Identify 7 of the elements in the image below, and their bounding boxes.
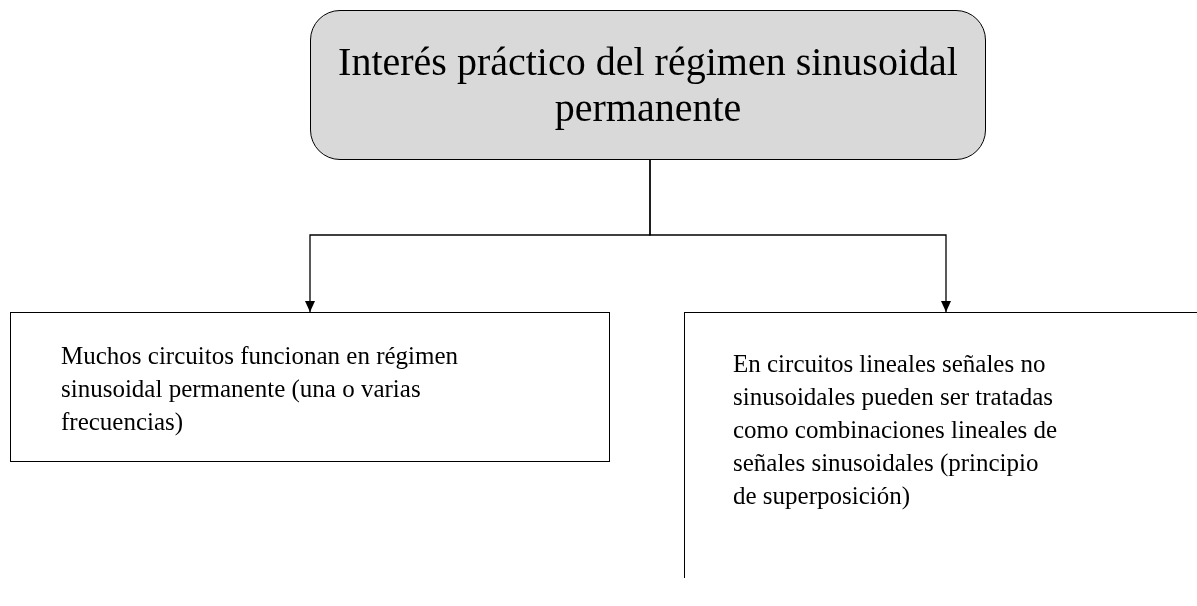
node-text: Muchos circuitos funcionan en régimen sinusoidal permanente (una o varias frecuencias) (61, 341, 460, 437)
arrow (649, 159, 951, 313)
title-box (310, 10, 986, 160)
process-box (684, 312, 1197, 578)
process-box (10, 312, 610, 462)
node-text: En circuitos lineales señales no sinusoidales pueden ser tratadas como combinaciones lineales de señales sinusoidales (principio de superposición) (733, 349, 1059, 511)
node-text: Interés práctico del régimen sinusoidal permanente (337, 39, 959, 131)
